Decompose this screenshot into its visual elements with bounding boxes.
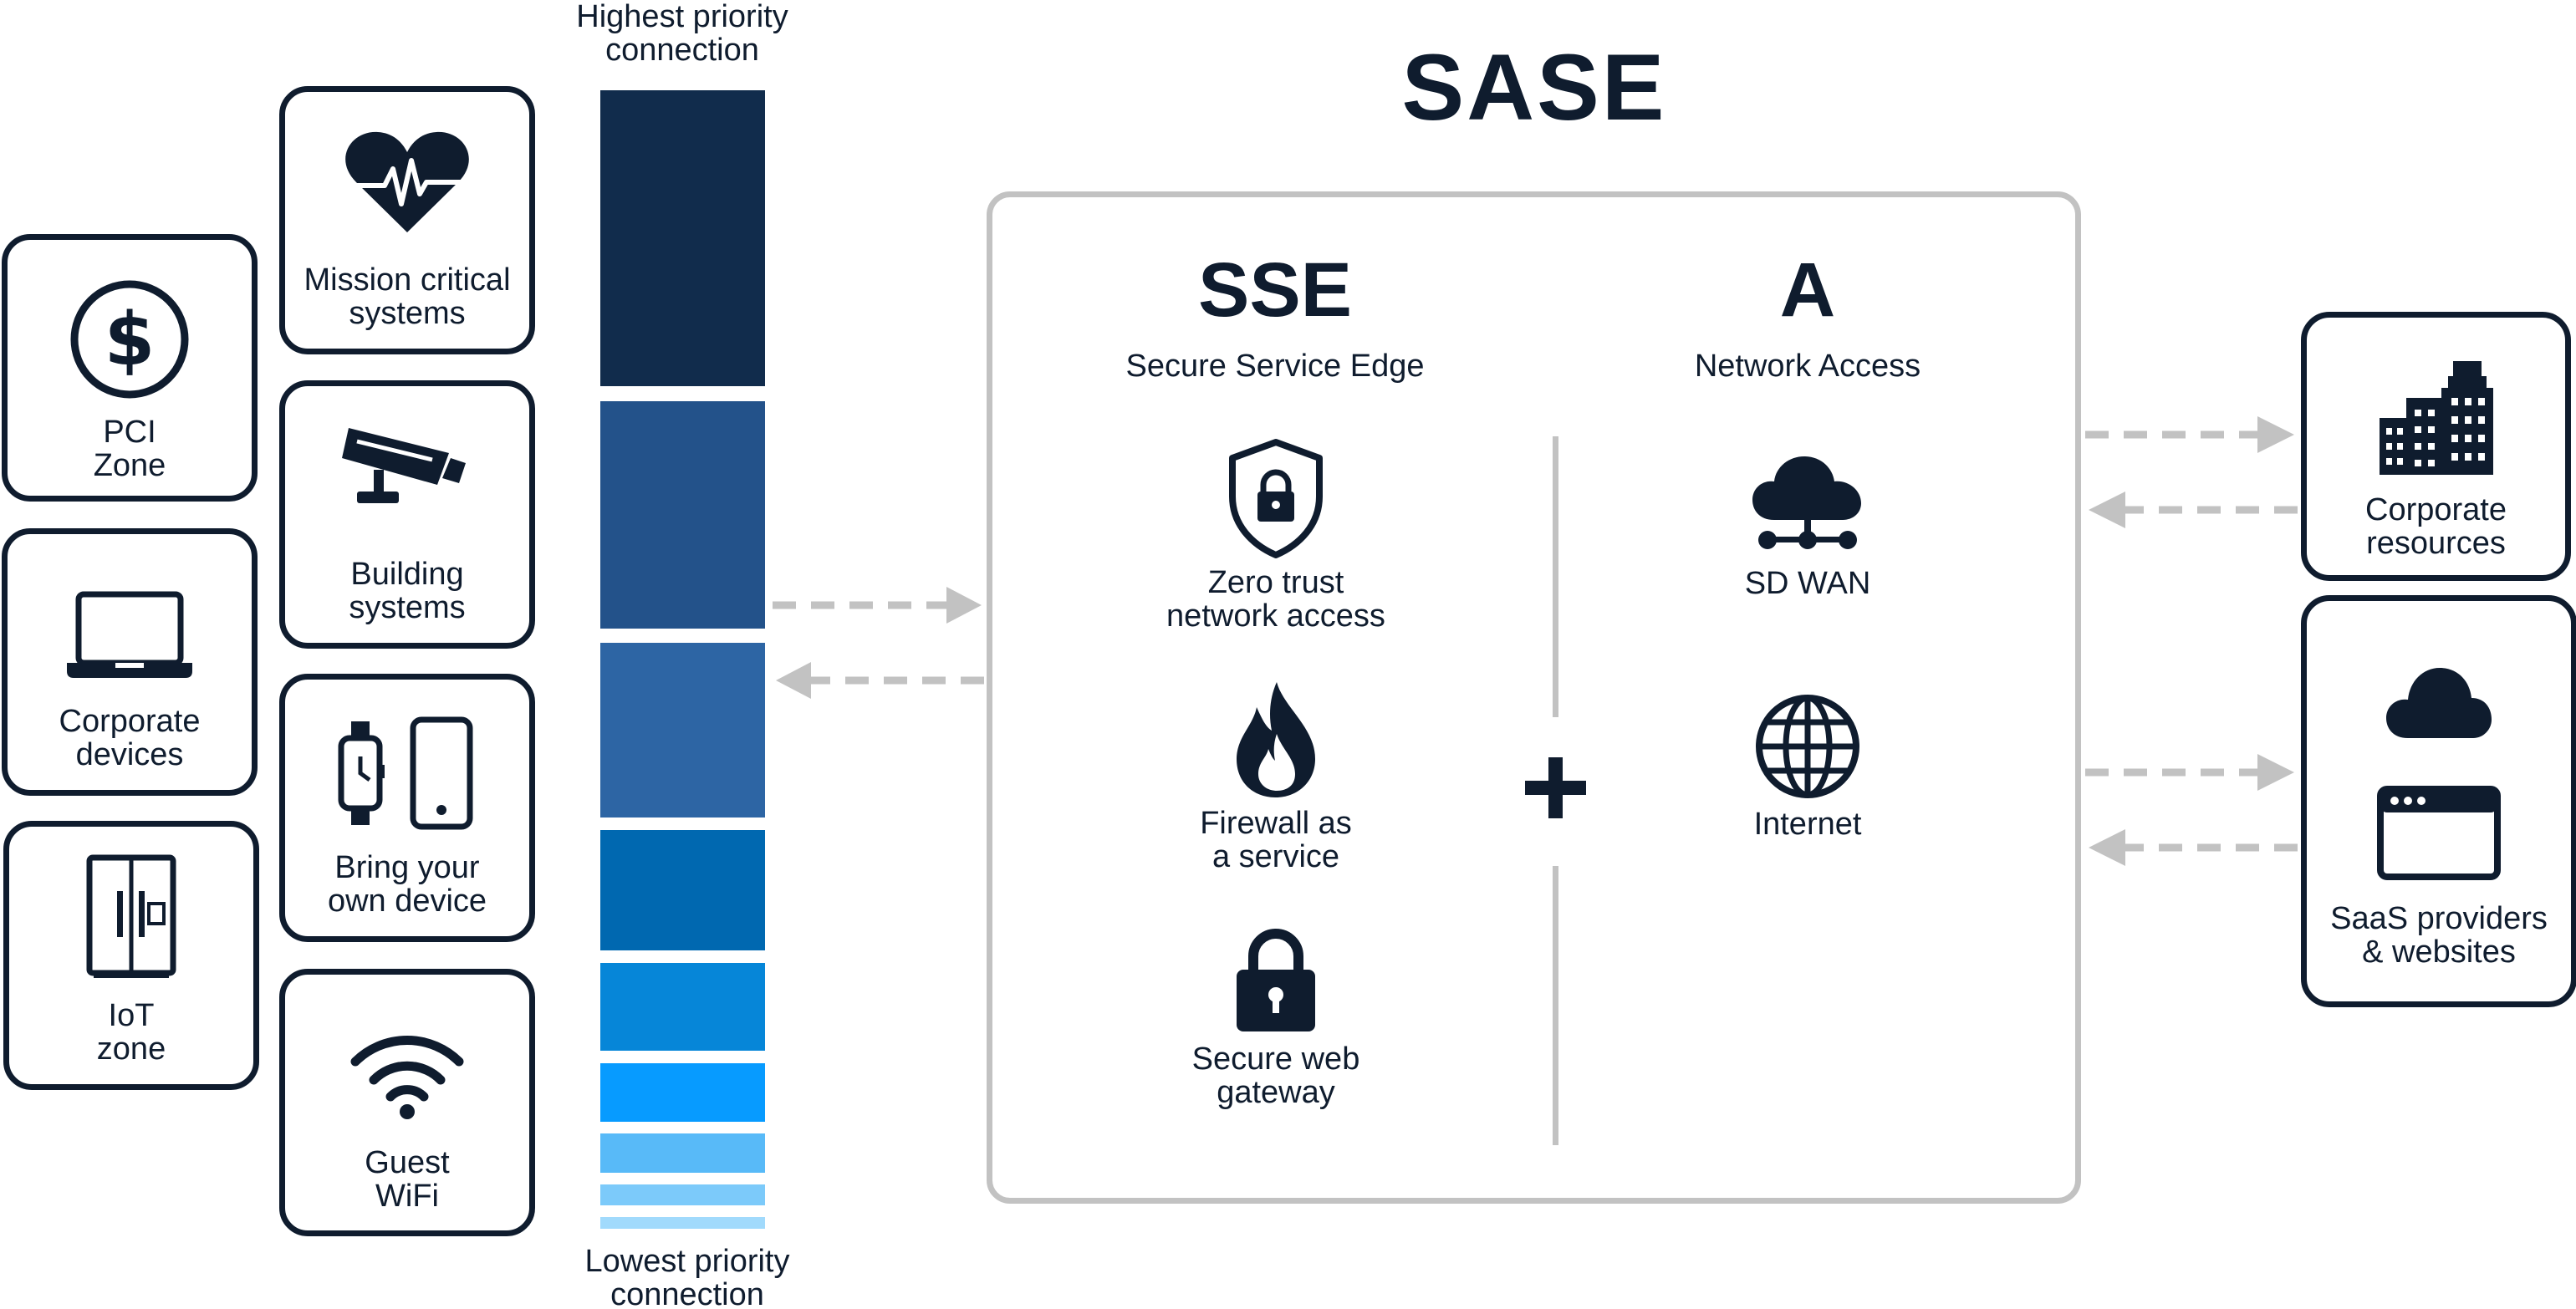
service-label: SD WAN bbox=[1744, 566, 1871, 601]
system-label: Building systems bbox=[349, 557, 466, 625]
priority-segment bbox=[600, 1133, 765, 1173]
system-label: Mission critical systems bbox=[304, 262, 511, 331]
service-label: Firewall as a service bbox=[1200, 806, 1352, 874]
browser-window-icon bbox=[2307, 785, 2571, 881]
globe-icon bbox=[1640, 692, 1975, 801]
heart-monitor-icon bbox=[285, 127, 529, 236]
page-title: SASE bbox=[1401, 35, 1667, 140]
zone-label: PCI Zone bbox=[93, 415, 166, 483]
service-label: Internet bbox=[1753, 807, 1862, 842]
dollar-coin-icon: $ bbox=[8, 277, 252, 402]
wifi-icon bbox=[285, 1028, 529, 1120]
column-divider-bottom bbox=[1553, 866, 1558, 1145]
buildings-icon bbox=[2307, 359, 2565, 476]
svg-text:$: $ bbox=[105, 297, 156, 382]
column-divider-top bbox=[1553, 436, 1558, 717]
priority-segment bbox=[600, 401, 765, 629]
destination-card-saas: SaaS providers & websites bbox=[2301, 595, 2576, 1007]
flame-icon bbox=[1109, 679, 1443, 800]
priority-segment bbox=[600, 1184, 765, 1205]
fridge-icon bbox=[9, 853, 253, 979]
priority-segment bbox=[600, 643, 765, 817]
zone-label: IoT zone bbox=[96, 998, 166, 1067]
system-card-mission-critical: Mission critical systems bbox=[279, 86, 535, 354]
sse-subtitle: Secure Service Edge bbox=[1125, 349, 1425, 384]
service-sd-wan: SD WAN bbox=[1640, 451, 1975, 600]
destination-label: Corporate resources bbox=[2365, 492, 2507, 561]
laptop-icon bbox=[8, 589, 252, 681]
system-card-building: Building systems bbox=[279, 380, 535, 649]
highest-priority-label: Highest priority connection bbox=[576, 0, 788, 68]
priority-segment bbox=[600, 90, 765, 386]
watch-phone-icon bbox=[285, 715, 529, 832]
zone-card-corporate-devices: Corporate devices bbox=[2, 528, 258, 796]
service-label: Secure web gateway bbox=[1191, 1042, 1360, 1110]
zone-card-iot: IoT zone bbox=[3, 821, 259, 1090]
priority-segment bbox=[600, 830, 765, 950]
plus-icon bbox=[1525, 757, 1586, 818]
service-firewall: Firewall as a service bbox=[1109, 679, 1443, 874]
service-zero-trust: Zero trust network access bbox=[1109, 438, 1443, 633]
priority-segment bbox=[600, 963, 765, 1051]
service-label: Zero trust network access bbox=[1166, 565, 1385, 634]
lowest-priority-label: Lowest priority connection bbox=[584, 1244, 790, 1309]
security-camera-icon bbox=[285, 420, 529, 512]
destination-label: SaaS providers & websites bbox=[2330, 901, 2548, 970]
destination-card-corporate-resources: Corporate resources bbox=[2301, 312, 2571, 581]
shield-lock-icon bbox=[1109, 438, 1443, 559]
system-card-byod: Bring your own device bbox=[279, 674, 535, 942]
system-card-guest-wifi: Guest WiFi bbox=[279, 969, 535, 1236]
sase-box bbox=[987, 191, 2081, 1204]
access-title: A bbox=[1779, 247, 1836, 333]
service-internet: Internet bbox=[1640, 692, 1975, 841]
priority-segment bbox=[600, 1063, 765, 1122]
sse-title: SSE bbox=[1197, 247, 1353, 333]
zone-card-pci: $ PCI Zone bbox=[2, 234, 258, 502]
access-subtitle: Network Access bbox=[1694, 349, 1921, 384]
padlock-icon bbox=[1109, 923, 1443, 1036]
system-label: Bring your own device bbox=[327, 850, 487, 919]
zone-label: Corporate devices bbox=[59, 704, 201, 772]
cloud-icon bbox=[2307, 660, 2571, 743]
service-secure-web-gateway: Secure web gateway bbox=[1109, 923, 1443, 1109]
system-label: Guest WiFi bbox=[365, 1145, 450, 1214]
priority-segment bbox=[600, 1217, 765, 1229]
cloud-network-icon bbox=[1640, 451, 1975, 560]
